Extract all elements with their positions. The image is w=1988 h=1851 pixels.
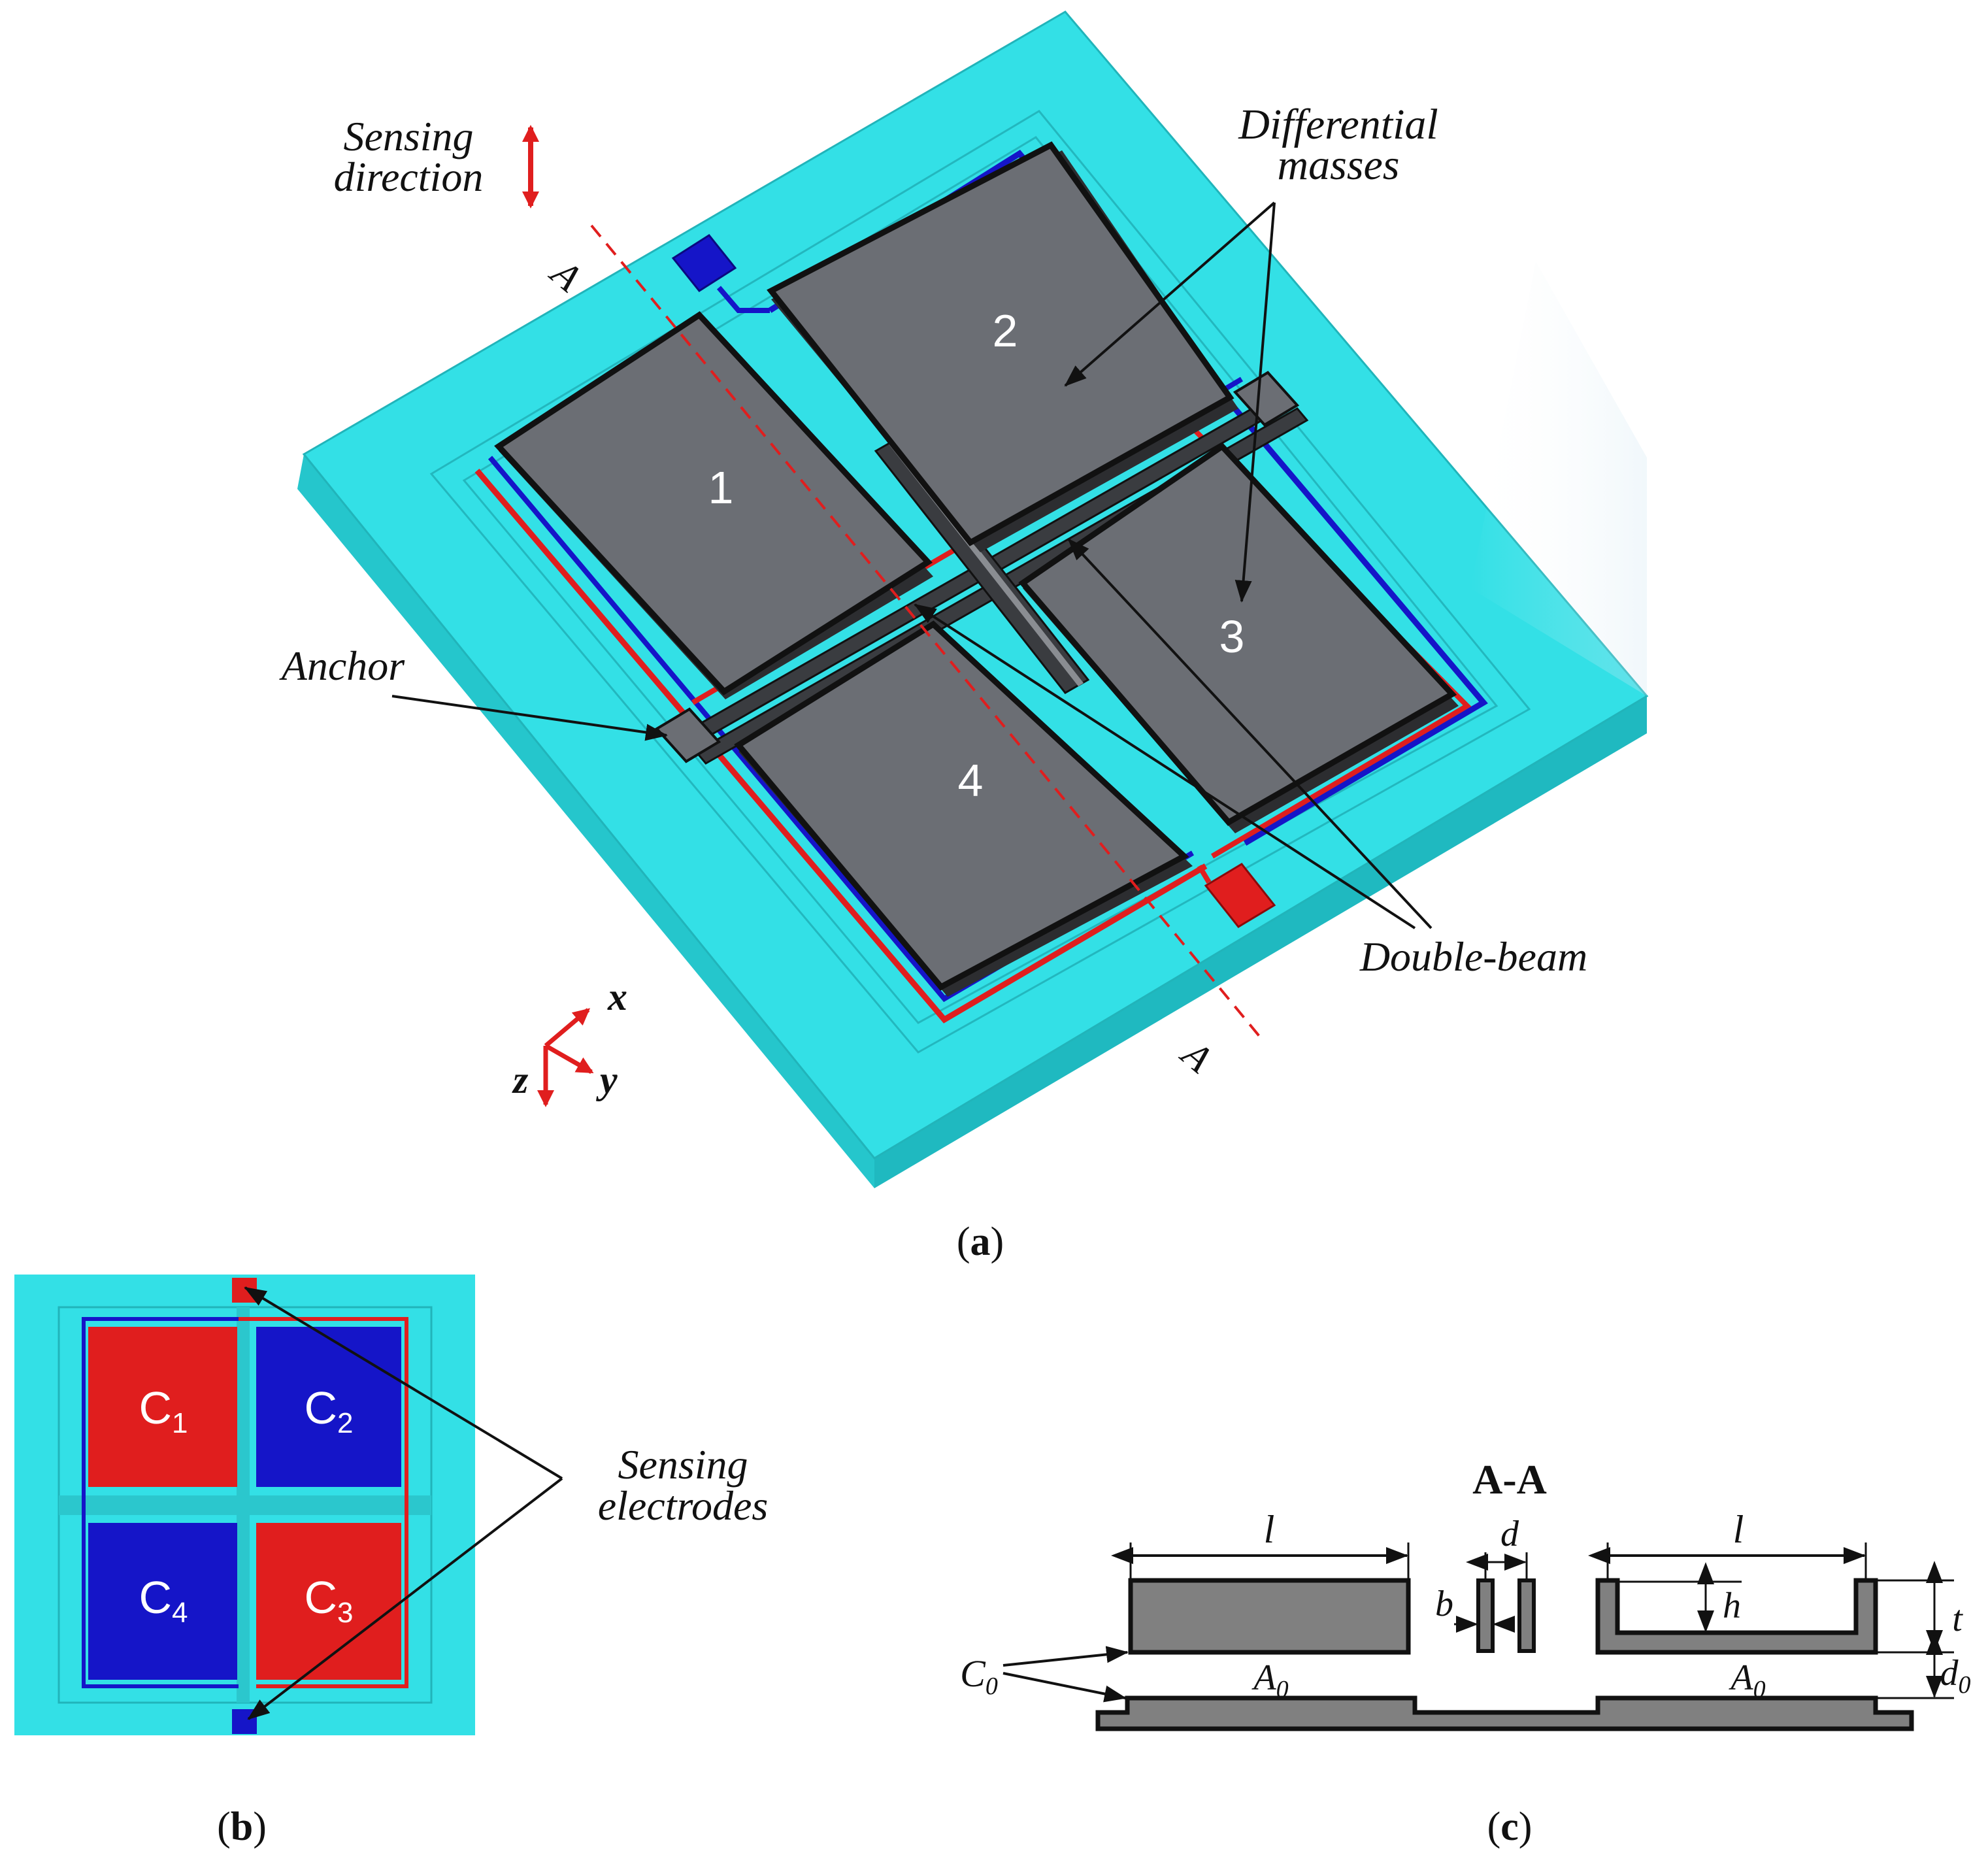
dim-t-label: t <box>1952 1599 1963 1639</box>
electrode-c3-label: C3 <box>304 1572 353 1629</box>
mass-2 <box>767 141 1234 546</box>
sensing-direction-line2: direction <box>334 154 484 200</box>
electrode-arrow-up <box>244 1286 563 1480</box>
inner-frame-outer <box>429 110 1531 1054</box>
section-line <box>590 224 1266 1044</box>
substrate-side-right <box>874 696 1647 1188</box>
anchor-right <box>1233 371 1300 427</box>
diff-arrow-to-2 <box>1064 201 1276 387</box>
anchor-left <box>654 707 721 763</box>
mass-2-label: 2 <box>993 305 1018 356</box>
mass-4 <box>734 620 1189 991</box>
panel-a: 1 2 3 4 A A Sensing direction Differenti… <box>279 10 1649 1264</box>
diff-masses-line2: masses <box>1277 141 1399 189</box>
electrode-arrow-down <box>247 1477 563 1720</box>
panel-b: C1 C2 C3 C4 Sensing electrodes (b) <box>14 1275 768 1849</box>
center-bar-top-view <box>237 1307 250 1703</box>
caption-b: (b) <box>217 1805 267 1849</box>
y-axis-label: y <box>596 1058 618 1101</box>
c0-arrow-top <box>1002 1646 1129 1667</box>
caption-a: (a) <box>957 1220 1004 1264</box>
electrode-c4 <box>88 1523 237 1680</box>
electrode-c2 <box>256 1327 401 1487</box>
dim-h-label: h <box>1723 1586 1741 1626</box>
blue-pad-top-view <box>232 1709 257 1734</box>
area-a0-left: A0 <box>1251 1658 1288 1703</box>
substrate-highlight <box>1470 261 1647 696</box>
red-pad-lead <box>1197 864 1212 884</box>
caption-c: (c) <box>1487 1805 1532 1849</box>
blue-pad <box>671 234 737 292</box>
u-mass-section <box>1595 1578 1878 1655</box>
diff-masses-line1: Differential <box>1238 101 1438 148</box>
dim-d0-label: d0 <box>1940 1653 1971 1699</box>
electrode-c1-label: C1 <box>139 1382 188 1439</box>
blue-pad-lead <box>716 286 770 313</box>
anchor-label: Anchor <box>279 642 406 689</box>
section-title: A-A <box>1472 1456 1547 1503</box>
anchor-arrow <box>391 695 668 741</box>
red-trace-left <box>474 469 1208 1024</box>
substrate-side-left <box>297 454 874 1188</box>
mass-1-label: 1 <box>708 462 734 513</box>
c0-arrow-bottom <box>1002 1672 1127 1703</box>
axes-triad: x y z <box>512 975 627 1107</box>
mass-3-label: 3 <box>1219 611 1245 662</box>
dim-d-label: d <box>1500 1514 1519 1554</box>
y-axis-arrow <box>544 1043 594 1075</box>
solid-mass-section <box>1128 1578 1411 1655</box>
electrode-c4-label: C4 <box>139 1572 188 1629</box>
mass-3 <box>1018 442 1457 826</box>
dim-l-left-label: l <box>1264 1508 1275 1551</box>
x-axis-label: x <box>607 975 627 1018</box>
double-beam-arrow-1 <box>914 603 1416 929</box>
diff-arrow-to-3 <box>1234 202 1276 603</box>
dim-l-right-label: l <box>1733 1508 1744 1551</box>
area-a0-right: A0 <box>1728 1658 1765 1703</box>
red-pad-top-view <box>232 1278 257 1303</box>
x-axis-arrow <box>544 1008 591 1048</box>
mass-4-label: 4 <box>958 755 984 806</box>
red-pad <box>1204 863 1276 928</box>
red-outline-top <box>239 1317 408 1688</box>
electrode-c3 <box>256 1523 401 1680</box>
beam-section-left <box>1476 1578 1495 1653</box>
double-beam-label: Double-beam <box>1359 933 1587 980</box>
mass-1 <box>494 311 933 695</box>
capacitance-c0: C0 <box>960 1652 998 1700</box>
electrode-c1 <box>88 1327 237 1487</box>
substrate-profile <box>1095 1695 1914 1731</box>
sensing-electrodes-line2: electrodes <box>598 1482 769 1529</box>
section-mark-bottom: A <box>1172 1031 1221 1081</box>
sensing-direction-line1: Sensing <box>343 113 473 159</box>
dim-b-label: b <box>1435 1584 1453 1624</box>
electrode-c2-label: C2 <box>304 1382 353 1439</box>
beam-section-right <box>1517 1578 1536 1653</box>
blue-outline-top <box>82 1317 239 1688</box>
panel-c: A-A l l d b h <box>960 1456 1970 1849</box>
double-beam-arrow-2 <box>1067 538 1433 929</box>
sensing-electrodes-line1: Sensing <box>618 1441 748 1488</box>
z-axis-label: z <box>512 1058 529 1101</box>
